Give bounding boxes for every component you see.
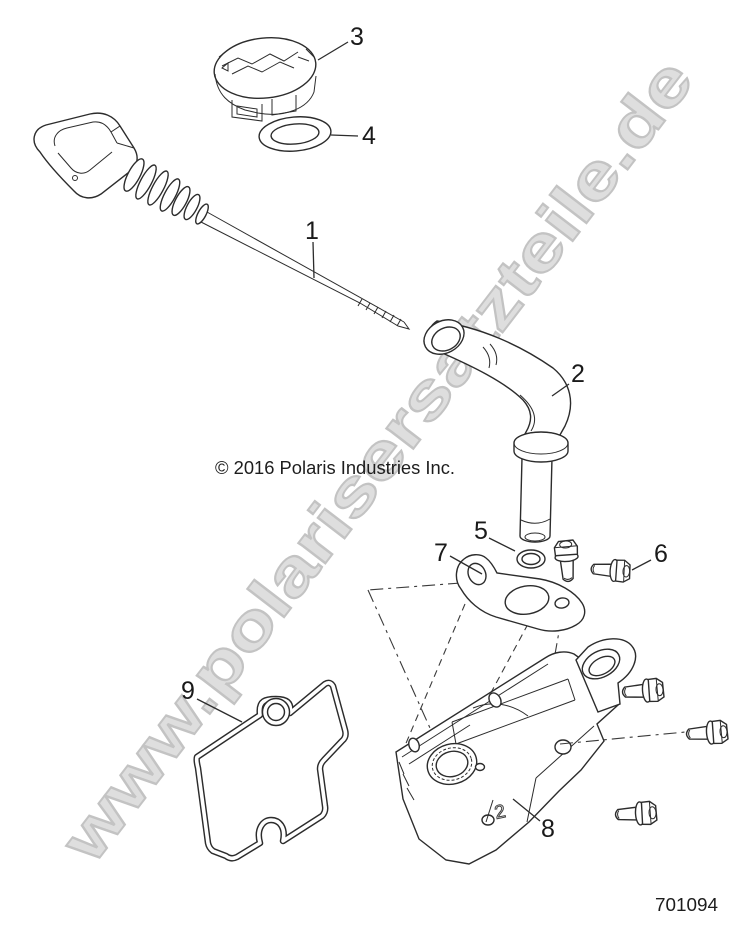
callout-leader-lines bbox=[196, 41, 652, 822]
leader-1 bbox=[312, 241, 315, 279]
leader-5 bbox=[488, 537, 516, 552]
callout-6: 6 bbox=[654, 540, 668, 568]
leader-6 bbox=[631, 559, 652, 571]
gasket-bolt-vertical bbox=[553, 539, 581, 583]
callout-1: 1 bbox=[305, 217, 319, 245]
breather-tube-part bbox=[423, 319, 572, 543]
callout-numbers: 1 2 3 4 5 6 7 8 9 bbox=[181, 23, 668, 843]
callout-3: 3 bbox=[350, 23, 364, 51]
cover-mounting-bolts bbox=[614, 677, 729, 827]
gasket-bolt-side bbox=[589, 557, 632, 584]
leader-7 bbox=[449, 555, 483, 575]
leader-3 bbox=[317, 41, 349, 61]
breather-cover-part: 2 bbox=[395, 638, 637, 865]
callout-7: 7 bbox=[434, 539, 448, 567]
bolt-center-line bbox=[559, 730, 697, 745]
leader-9 bbox=[196, 698, 243, 723]
leader-8 bbox=[512, 798, 541, 822]
leader-4 bbox=[330, 134, 359, 137]
breather-gasket-part bbox=[455, 554, 586, 632]
callout-8: 8 bbox=[541, 815, 555, 843]
sheet-part-number: 701094 bbox=[655, 895, 718, 915]
leader-2 bbox=[551, 383, 570, 397]
valve-cover-gasket-part bbox=[193, 679, 349, 862]
callout-2: 2 bbox=[571, 360, 585, 388]
cover-cast-mark: 2 bbox=[493, 801, 508, 824]
dipstick-part bbox=[33, 112, 411, 330]
copyright-notice: © 2016 Polaris Industries Inc. bbox=[215, 458, 455, 478]
small-o-ring-part bbox=[516, 549, 546, 569]
callout-9: 9 bbox=[181, 677, 195, 705]
cap-o-ring-part bbox=[258, 116, 332, 152]
callout-5: 5 bbox=[474, 517, 488, 545]
oil-cap-part bbox=[213, 36, 317, 122]
callout-4: 4 bbox=[362, 122, 376, 150]
